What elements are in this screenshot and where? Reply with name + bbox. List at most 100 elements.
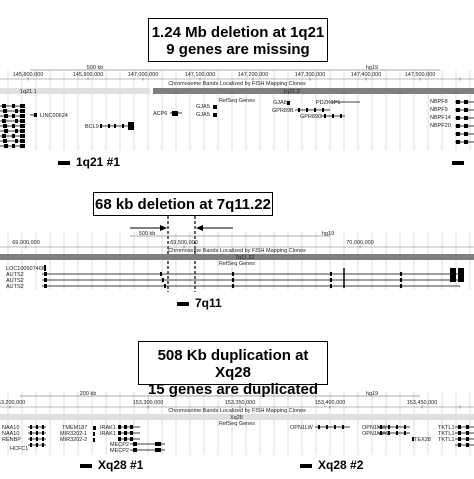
p3-gene-exon xyxy=(36,425,38,429)
p3-gene-label-tmem187: TMEM187 xyxy=(62,425,87,431)
p3-gene-exon xyxy=(388,431,390,435)
p2-gene-exon xyxy=(232,278,234,282)
p1-gene-label-gpr89b: GPR89B xyxy=(272,108,294,114)
p1-band-label-1: 1q21.1 xyxy=(20,89,37,95)
p3-gene-exon xyxy=(124,431,127,435)
probe-xq28-2-label: Xq28 #2 xyxy=(318,458,364,472)
p3-gene-exon xyxy=(466,443,469,447)
p3-gene-exon xyxy=(404,425,406,429)
p1-gene-exon xyxy=(128,122,134,130)
callout-1q21-line1: 1.24 Mb deletion at 1q21 xyxy=(151,24,325,41)
p1-gene-exon xyxy=(20,104,25,108)
p2-coordinate-label: 69,000,000 xyxy=(12,240,40,246)
p1-gene-exon xyxy=(20,124,25,128)
p1-gene-exon xyxy=(3,139,7,143)
callout-1q21: 1.24 Mb deletion at 1q21 9 genes are mis… xyxy=(148,18,328,62)
callout-xq28-line2: 15 genes are duplicated xyxy=(147,381,319,398)
p1-gene-exon xyxy=(20,119,25,123)
probe-7q11-mark xyxy=(177,301,189,306)
p3-gene-exon xyxy=(124,425,127,429)
p1-gene-exon xyxy=(20,139,25,143)
p3-gene-exon xyxy=(155,442,161,446)
p1-gene-exon xyxy=(20,109,25,113)
p3-gene-exon xyxy=(404,431,406,435)
p3-gene-label-mir3202-2: MIR3202-2 xyxy=(60,437,87,443)
p3-gene-exon xyxy=(466,437,469,441)
p1-gene-exon xyxy=(12,114,15,118)
p3-gene-label-hcfc1: HCFC1 xyxy=(10,446,28,452)
p1-gene-exon xyxy=(340,114,342,118)
p3-gene-exon xyxy=(380,431,382,435)
p3-gene-exon xyxy=(458,431,461,435)
p3-gene-exon xyxy=(380,425,382,429)
p1-band-dark xyxy=(153,88,474,94)
p1-gene-label-nbpf14: NBPF14 xyxy=(430,115,451,121)
p2-gene-exon xyxy=(232,272,234,276)
p1-gene-label-linc00624: LINC00624 xyxy=(40,113,68,119)
p3-gene-exon xyxy=(30,431,32,435)
p2-arrowhead-left xyxy=(160,225,167,231)
p2-band-header: Chromosome Bands Localized by FISH Mappi… xyxy=(168,248,306,254)
p2-gene-exon xyxy=(232,284,234,288)
p1-coordinate-label: 145,800,000 xyxy=(13,72,44,78)
p1-gene-exon xyxy=(2,119,6,123)
p3-gene-exon xyxy=(93,438,95,442)
p2-gene-exon xyxy=(458,268,464,282)
p3-gene-label-mecp2b: MECP2 xyxy=(110,448,129,454)
p1-gene-exon xyxy=(324,114,326,118)
p2-scale-label: 500 kb xyxy=(139,231,156,237)
probe-xq28-1-mark xyxy=(80,463,92,468)
p3-coordinate-label: 153,450,000 xyxy=(407,400,438,406)
p1-gene-exon xyxy=(464,140,468,144)
p1-gene-exon xyxy=(3,109,7,113)
p3-gene-exon xyxy=(342,425,344,429)
p3-gene-exon xyxy=(458,443,461,447)
p3-coordinate-label: 153,300,000 xyxy=(133,400,164,406)
probe-xq28-1: Xq28 #1 xyxy=(80,458,143,472)
callout-xq28-line1: 508 Kb duplication at Xq28 xyxy=(157,347,309,381)
p1-gene-exon xyxy=(12,134,15,138)
p1-gene-exon xyxy=(464,100,468,104)
p1-gene-label-nbpf8: NBPF8 xyxy=(430,99,448,105)
probe-1q21-right-mark xyxy=(452,155,464,169)
p2-gene-label-auts2a: AUTS2 xyxy=(6,272,24,278)
p3-gene-exon xyxy=(458,437,461,441)
p1-gene-exon xyxy=(172,111,178,116)
p1-gene-exon xyxy=(464,124,468,128)
p1-gene-exon xyxy=(2,104,6,108)
p1-coordinate-label: 147,300,000 xyxy=(295,72,326,78)
p1-gene-exon xyxy=(20,129,25,133)
p1-gene-exon xyxy=(108,124,110,128)
callout-1q21-line2: 9 genes are missing xyxy=(166,41,310,58)
p1-gene-exon xyxy=(34,113,37,117)
p1-gene-exon xyxy=(100,124,102,128)
p3-gene-label-mir3202-1: MIR3202-1 xyxy=(60,431,87,437)
p2-coordinate-label: 69,500,000 xyxy=(170,240,198,246)
p1-gene-label-acp6: ACP6 xyxy=(153,111,167,117)
p3-gene-label-opn1mw: OPN1MW xyxy=(362,425,388,431)
p3-gene-exon xyxy=(130,431,133,435)
p1-gene-exon xyxy=(15,139,18,143)
p3-gene-exon xyxy=(30,425,32,429)
p2-gene-exon xyxy=(44,278,47,282)
p1-gene-exon xyxy=(464,116,468,120)
p1-gene-exon xyxy=(456,116,460,120)
p3-gene-exon xyxy=(118,425,121,429)
p2-gene-exon xyxy=(164,284,166,288)
p3-gene-exon xyxy=(466,425,469,429)
p2-gene-exon xyxy=(400,278,402,282)
p3-gene-label-irak1b: IRAK1 xyxy=(100,431,116,437)
p3-gene-exon xyxy=(412,437,414,441)
p1-gene-exon xyxy=(20,134,25,138)
p1-gene-exon xyxy=(4,144,8,148)
p1-gene-exon xyxy=(15,119,18,123)
p1-gene-exon xyxy=(213,105,217,109)
p1-gene-exon xyxy=(4,114,8,118)
p2-gene-exon xyxy=(162,278,164,282)
p3-gene-exon xyxy=(466,431,469,435)
p2-gene-exon xyxy=(450,268,456,282)
p3-gene-exon xyxy=(334,425,336,429)
p1-gene-exon xyxy=(20,114,25,118)
